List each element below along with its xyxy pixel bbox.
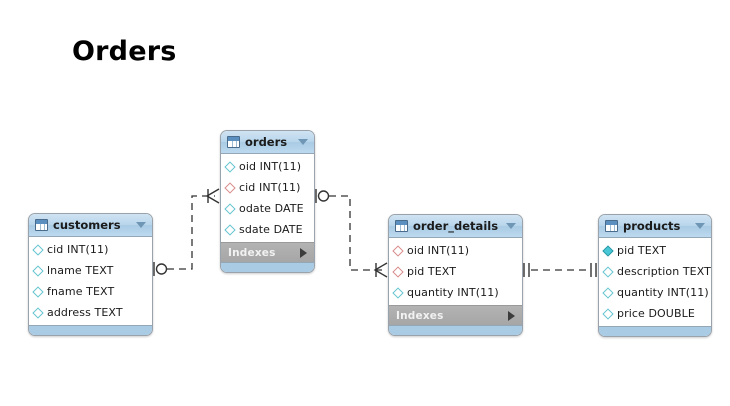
column-key-icon (602, 265, 614, 278)
field-label: cid INT(11) (47, 243, 109, 256)
field-label: odate DATE (239, 202, 304, 215)
entity-orders-fields: oid INT(11) cid INT(11) odate DATE sdate… (221, 154, 314, 242)
entity-orders-footer (221, 262, 314, 272)
entity-customers-footer (29, 325, 152, 335)
entity-order-details-fields: oid INT(11) pid TEXT quantity INT(11) (389, 238, 522, 305)
field-row[interactable]: description TEXT (599, 261, 711, 282)
column-key-icon (32, 243, 44, 256)
field-label: pid TEXT (617, 244, 667, 257)
entity-orders[interactable]: orders oid INT(11) cid INT(11) odate DAT… (220, 130, 315, 273)
entity-order-details-header[interactable]: order_details (389, 215, 522, 238)
column-key-icon (32, 306, 44, 319)
relationship-order-details-products (523, 263, 597, 277)
relationship-orders-order-details (315, 189, 388, 278)
chevron-down-icon[interactable] (298, 139, 308, 145)
relationship-customers-orders (153, 188, 220, 276)
table-icon (227, 136, 240, 148)
chevron-down-icon[interactable] (136, 222, 146, 228)
column-key-icon (602, 307, 614, 320)
foreign-key-icon (392, 265, 404, 278)
foreign-key-icon (224, 181, 236, 194)
field-row[interactable]: cid INT(11) (221, 177, 314, 198)
field-row[interactable]: quantity INT(11) (389, 282, 522, 303)
field-label: lname TEXT (47, 264, 114, 277)
entity-products-title: products (623, 219, 681, 233)
field-label: address TEXT (47, 306, 123, 319)
entity-customers-header[interactable]: customers (29, 214, 152, 237)
field-row[interactable]: fname TEXT (29, 281, 152, 302)
column-key-icon (32, 285, 44, 298)
page-title: Orders (72, 36, 177, 67)
entity-orders-header[interactable]: orders (221, 131, 314, 154)
chevron-down-icon[interactable] (695, 223, 705, 229)
field-label: oid INT(11) (239, 160, 302, 173)
field-label: fname TEXT (47, 285, 115, 298)
field-row[interactable]: cid INT(11) (29, 239, 152, 260)
primary-key-icon (602, 244, 614, 257)
table-icon (605, 220, 618, 232)
entity-products[interactable]: products pid TEXT description TEXT quant… (598, 214, 712, 337)
field-label: price DOUBLE (617, 307, 695, 320)
field-row[interactable]: sdate DATE (221, 219, 314, 240)
column-key-icon (224, 202, 236, 215)
field-label: pid TEXT (407, 265, 457, 278)
chevron-right-icon[interactable] (300, 247, 307, 258)
field-label: oid INT(11) (407, 244, 470, 257)
field-row[interactable]: odate DATE (221, 198, 314, 219)
indexes-label: Indexes (228, 246, 276, 259)
entity-orders-indexes-row[interactable]: Indexes (221, 242, 314, 262)
entity-customers[interactable]: customers cid INT(11) lname TEXT fname T… (28, 213, 153, 336)
table-icon (395, 220, 408, 232)
entity-order-details-indexes-row[interactable]: Indexes (389, 305, 522, 325)
column-key-icon (224, 223, 236, 236)
chevron-right-icon[interactable] (508, 310, 515, 321)
column-key-icon (392, 286, 404, 299)
indexes-label: Indexes (396, 309, 444, 322)
entity-products-footer (599, 326, 711, 336)
entity-customers-fields: cid INT(11) lname TEXT fname TEXT addres… (29, 237, 152, 325)
chevron-down-icon[interactable] (506, 223, 516, 229)
field-row[interactable]: oid INT(11) (389, 240, 522, 261)
entity-order-details-title: order_details (413, 219, 499, 233)
field-row[interactable]: lname TEXT (29, 260, 152, 281)
table-icon (35, 219, 48, 231)
entity-order-details-footer (389, 325, 522, 335)
field-row[interactable]: quantity INT(11) (599, 282, 711, 303)
entity-products-header[interactable]: products (599, 215, 711, 238)
entity-orders-title: orders (245, 135, 288, 149)
field-row[interactable]: address TEXT (29, 302, 152, 323)
entity-products-fields: pid TEXT description TEXT quantity INT(1… (599, 238, 711, 326)
field-label: description TEXT (617, 265, 711, 278)
field-label: quantity INT(11) (617, 286, 709, 299)
field-label: quantity INT(11) (407, 286, 499, 299)
field-row[interactable]: oid INT(11) (221, 156, 314, 177)
field-row[interactable]: pid TEXT (599, 240, 711, 261)
column-key-icon (224, 160, 236, 173)
entity-order-details[interactable]: order_details oid INT(11) pid TEXT quant… (388, 214, 523, 336)
field-row[interactable]: pid TEXT (389, 261, 522, 282)
entity-customers-title: customers (53, 218, 121, 232)
field-label: sdate DATE (239, 223, 303, 236)
field-row[interactable]: price DOUBLE (599, 303, 711, 324)
field-label: cid INT(11) (239, 181, 301, 194)
column-key-icon (32, 264, 44, 277)
foreign-key-icon (392, 244, 404, 257)
column-key-icon (602, 286, 614, 299)
